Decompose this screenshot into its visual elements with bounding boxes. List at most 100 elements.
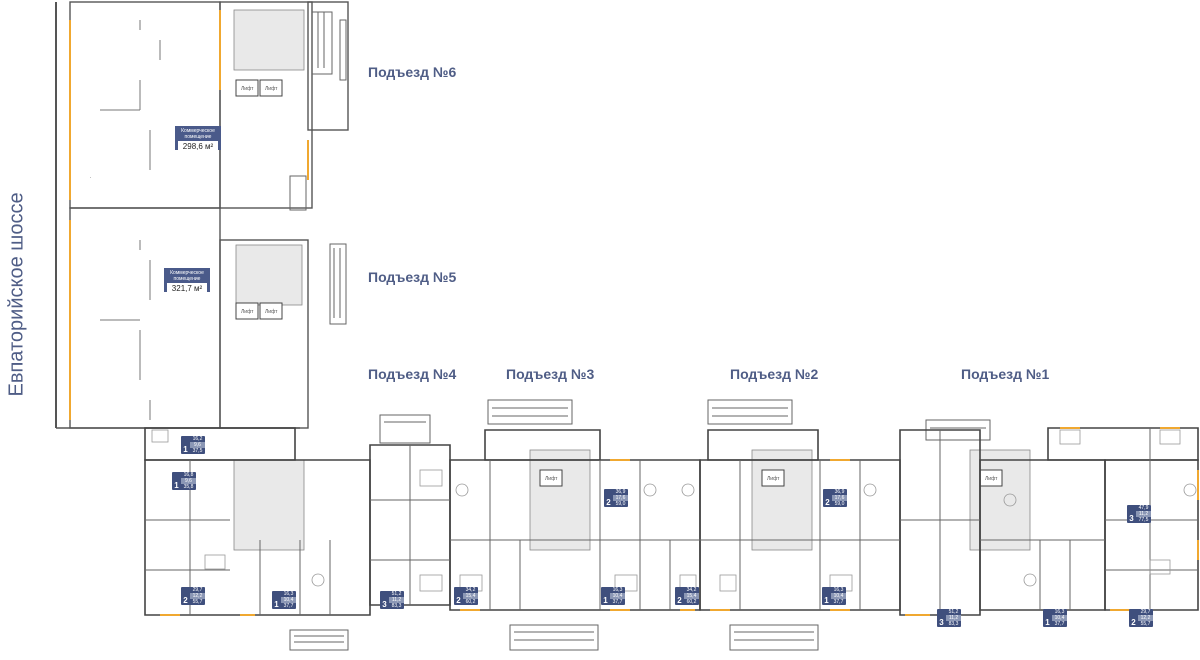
apartment-rooms: 1 xyxy=(274,600,279,609)
apartment-rooms: 1 xyxy=(1045,618,1050,627)
entrance-1-label: Подъезд №1 xyxy=(961,366,1050,382)
kitchen-area: 10,4 xyxy=(281,597,296,603)
living-area: 36,9 xyxy=(834,489,845,495)
furniture xyxy=(151,429,1197,592)
lift-boxes xyxy=(235,79,1003,487)
svg-text:Лифт: Лифт xyxy=(767,476,780,482)
apartment-badge[interactable]: 1 16,3 10,4 37,7 xyxy=(272,591,296,609)
apartment-rooms: 2 xyxy=(456,596,461,605)
living-area: 16,3 xyxy=(612,587,623,593)
living-area: 16,3 xyxy=(1054,609,1065,615)
apartment-badge[interactable]: 3 51,2 11,2 83,3 xyxy=(380,591,404,609)
living-area: 16,8 xyxy=(183,472,194,478)
apartment-badge[interactable]: 2 34,2 15,4 60,2 xyxy=(675,587,699,605)
apartment-badge[interactable]: 1 16,3 10,4 37,7 xyxy=(822,587,846,605)
kitchen-area: 10,4 xyxy=(1052,615,1067,621)
total-area: 60,2 xyxy=(465,599,476,605)
ramps xyxy=(289,11,991,651)
commercial-unit-area: 321,7 м² xyxy=(167,283,207,295)
commercial-unit-1[interactable]: Коммерческое помещение 298,6 м² xyxy=(175,126,221,153)
living-area: 51,2 xyxy=(391,591,402,597)
apartment-rooms: 2 xyxy=(825,498,830,507)
kitchen-area: 10,4 xyxy=(831,593,846,599)
entrance-6-label: Подъезд №6 xyxy=(368,64,457,80)
apartment-rooms: 2 xyxy=(606,498,611,507)
apartment-rooms: 2 xyxy=(183,596,188,605)
entrance-5-label: Подъезд №5 xyxy=(368,269,457,285)
kitchen-area: 10,4 xyxy=(610,593,625,599)
kitchen-area: 15,4 xyxy=(684,593,699,599)
svg-text:.: . xyxy=(90,174,91,180)
kitchen-area: 11,2 xyxy=(389,597,404,603)
apartment-rooms: 3 xyxy=(939,618,944,627)
living-area: 29,7 xyxy=(1140,609,1151,615)
living-area: 29,7 xyxy=(192,587,203,593)
kitchen-area: 15,4 xyxy=(463,593,478,599)
living-area: 34,2 xyxy=(686,587,697,593)
living-area: 16,3 xyxy=(833,587,844,593)
total-area: 37,5 xyxy=(192,448,203,454)
commercial-unit-label: Коммерческое помещение xyxy=(170,270,204,282)
kitchen-area: 9,6 xyxy=(190,442,205,448)
total-area: 83,3 xyxy=(391,603,402,609)
apartment-badge[interactable]: 2 36,9 17,6 59,0 xyxy=(604,489,628,507)
entrance-3-label: Подъезд №3 xyxy=(506,366,595,382)
kitchen-area: 17,6 xyxy=(832,495,847,501)
total-area: 55,7 xyxy=(1140,621,1151,627)
living-area: 47,9 xyxy=(1138,505,1149,511)
total-area: 60,2 xyxy=(686,599,697,605)
room-area-marks: . xyxy=(90,174,91,180)
apartment-badge[interactable]: 1 16,3 10,4 37,7 xyxy=(601,587,625,605)
apartment-badge[interactable]: 1 16,3 10,4 37,7 xyxy=(1043,609,1067,627)
window-strips xyxy=(69,10,309,420)
svg-text:Лифт: Лифт xyxy=(241,86,254,92)
total-area: 59,0 xyxy=(834,501,845,507)
lift-labels: Лифт Лифт Лифт Лифт Лифт Лифт Лифт xyxy=(241,86,998,482)
apartment-rooms: 1 xyxy=(824,596,829,605)
total-area: 83,3 xyxy=(948,621,959,627)
apartment-badge[interactable]: 1 16,2 9,6 37,5 xyxy=(181,436,205,454)
commercial-unit-area: 298,6 м² xyxy=(178,141,218,153)
kitchen-area: 11,2 xyxy=(1136,511,1151,517)
svg-text:Лифт: Лифт xyxy=(265,86,278,92)
stair-cores xyxy=(233,9,1031,551)
apartment-badge[interactable]: 3 51,2 11,2 83,3 xyxy=(937,609,961,627)
commercial-partitions xyxy=(100,20,161,420)
kitchen-area: 9,6 xyxy=(181,478,196,484)
apartment-badge[interactable]: 2 29,7 12,2 55,7 xyxy=(181,587,205,605)
apartment-badge[interactable]: 1 16,8 9,6 35,8 xyxy=(172,472,196,490)
entrance-2-label: Подъезд №2 xyxy=(730,366,819,382)
commercial-unit-2[interactable]: Коммерческое помещение 321,7 м² xyxy=(164,268,210,295)
total-area: 35,8 xyxy=(183,484,194,490)
svg-text:Лифт: Лифт xyxy=(241,309,254,315)
apartment-badge[interactable]: 2 29,7 12,2 55,7 xyxy=(1129,609,1153,627)
street-label: Евпаторийское шоссе xyxy=(5,192,28,397)
kitchen-area: 17,6 xyxy=(613,495,628,501)
apartment-rooms: 3 xyxy=(382,600,387,609)
living-area: 36,9 xyxy=(615,489,626,495)
entrance-4-label: Подъезд №4 xyxy=(368,366,457,382)
living-area: 51,2 xyxy=(948,609,959,615)
kitchen-area: 12,2 xyxy=(1138,615,1153,621)
room-partitions xyxy=(145,428,1198,615)
kitchen-area: 11,2 xyxy=(946,615,961,621)
apartment-rooms: 1 xyxy=(183,445,188,454)
apartment-rooms: 1 xyxy=(603,596,608,605)
apartment-badge[interactable]: 2 34,2 15,4 60,2 xyxy=(454,587,478,605)
commercial-unit-label: Коммерческое помещение xyxy=(181,128,215,140)
apartment-badge[interactable]: 3 47,9 11,2 77,5 xyxy=(1127,505,1151,523)
total-area: 55,7 xyxy=(192,599,203,605)
total-area: 37,7 xyxy=(1054,621,1065,627)
total-area: 37,7 xyxy=(612,599,623,605)
total-area: 37,7 xyxy=(283,603,294,609)
total-area: 77,5 xyxy=(1138,517,1149,523)
apartment-badge[interactable]: 2 36,9 17,6 59,0 xyxy=(823,489,847,507)
kitchen-area: 12,2 xyxy=(190,593,205,599)
living-area: 34,2 xyxy=(465,587,476,593)
apartment-rooms: 1 xyxy=(174,481,179,490)
apartment-rooms: 3 xyxy=(1129,514,1134,523)
svg-text:Лифт: Лифт xyxy=(265,309,278,315)
total-area: 59,0 xyxy=(615,501,626,507)
total-area: 37,7 xyxy=(833,599,844,605)
